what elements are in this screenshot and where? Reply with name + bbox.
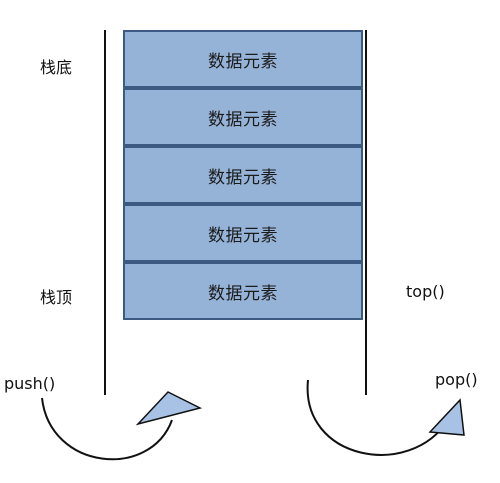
push-arrowhead-icon xyxy=(135,391,203,426)
stack-right-wall xyxy=(365,30,367,395)
stack-element: 数据元素 xyxy=(123,88,363,146)
stack-top-label: 栈顶 xyxy=(40,288,73,307)
stack-left-wall xyxy=(104,30,106,395)
stack-element: 数据元素 xyxy=(123,146,363,204)
push-function-label: push() xyxy=(4,374,56,393)
stack-element: 数据元素 xyxy=(123,30,363,88)
push-arrow-curve xyxy=(41,397,173,461)
stack-bottom-label: 栈底 xyxy=(40,58,73,77)
top-function-label: top() xyxy=(406,282,445,301)
pop-arrowhead-icon xyxy=(428,398,465,436)
stack-element: 数据元素 xyxy=(123,204,363,262)
pop-arrow-curve xyxy=(306,379,449,456)
stack-container: 数据元素 数据元素 数据元素 数据元素 数据元素 xyxy=(123,30,363,320)
stack-element: 数据元素 xyxy=(123,262,363,320)
pop-function-label: pop() xyxy=(435,370,478,389)
